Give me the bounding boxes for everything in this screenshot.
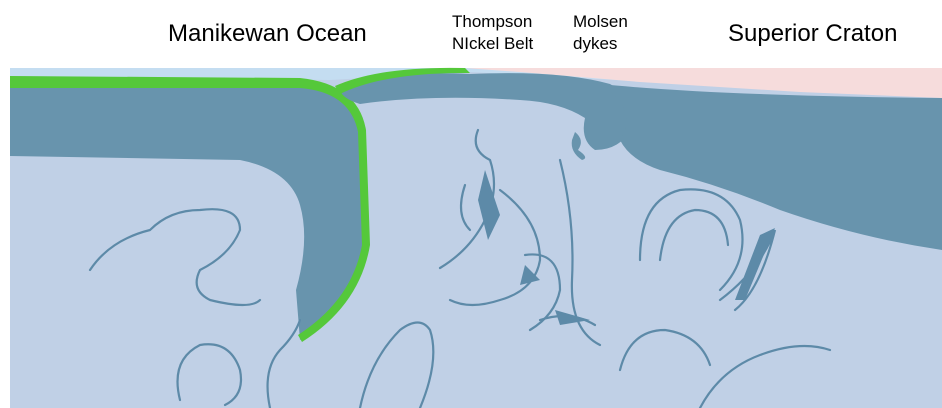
mantle-plume-diagram: [0, 0, 942, 408]
